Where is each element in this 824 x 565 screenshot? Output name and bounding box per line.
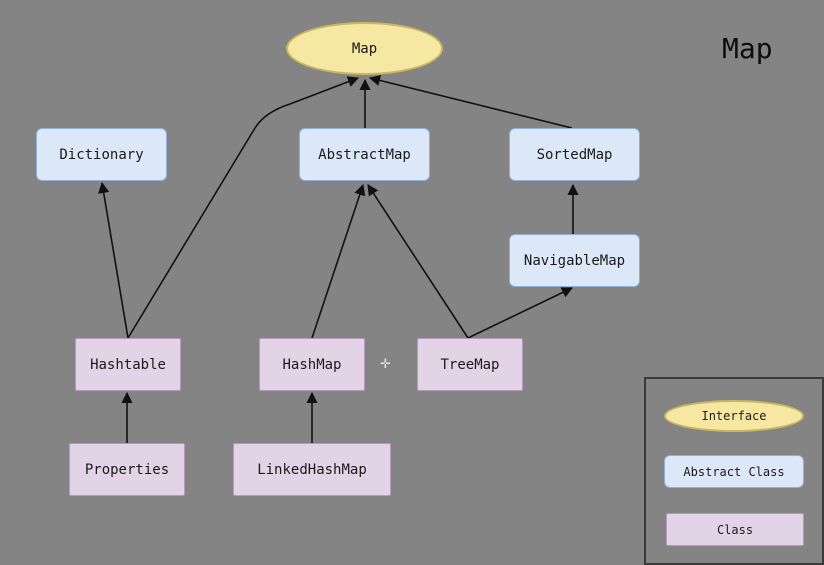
legend-class: Class [666, 513, 804, 546]
arrow-hashmap-to-abstractmap [311, 183, 366, 339]
arrow-treemap-to-abstractmap [367, 184, 469, 339]
node-sorted-map: SortedMap [509, 128, 640, 181]
legend-interface: Interface [664, 400, 804, 432]
arrow-sortedmap-to-map [368, 74, 573, 129]
node-abstract-map: AbstractMap [299, 128, 430, 181]
node-hash-map: HashMap [259, 338, 365, 391]
node-hashtable: Hashtable [75, 338, 181, 391]
diagram-title: Map [722, 32, 773, 65]
cursor-crosshair-icon: ✛ [380, 357, 391, 372]
arrow-treemap-to-navigablemap [467, 287, 574, 339]
node-map: Map [286, 22, 443, 75]
legend-abstract-class: Abstract Class [664, 455, 804, 488]
node-navigable-map: NavigableMap [509, 234, 640, 287]
arrow-hashtable-to-map [127, 76, 360, 339]
node-properties: Properties [69, 443, 185, 496]
legend: Interface Abstract Class Class [644, 377, 824, 565]
node-dictionary: Dictionary [36, 128, 167, 181]
arrow-hashtable-to-dictionary [98, 181, 129, 339]
node-linked-hash-map: LinkedHashMap [233, 443, 391, 496]
node-tree-map: TreeMap [417, 338, 523, 391]
